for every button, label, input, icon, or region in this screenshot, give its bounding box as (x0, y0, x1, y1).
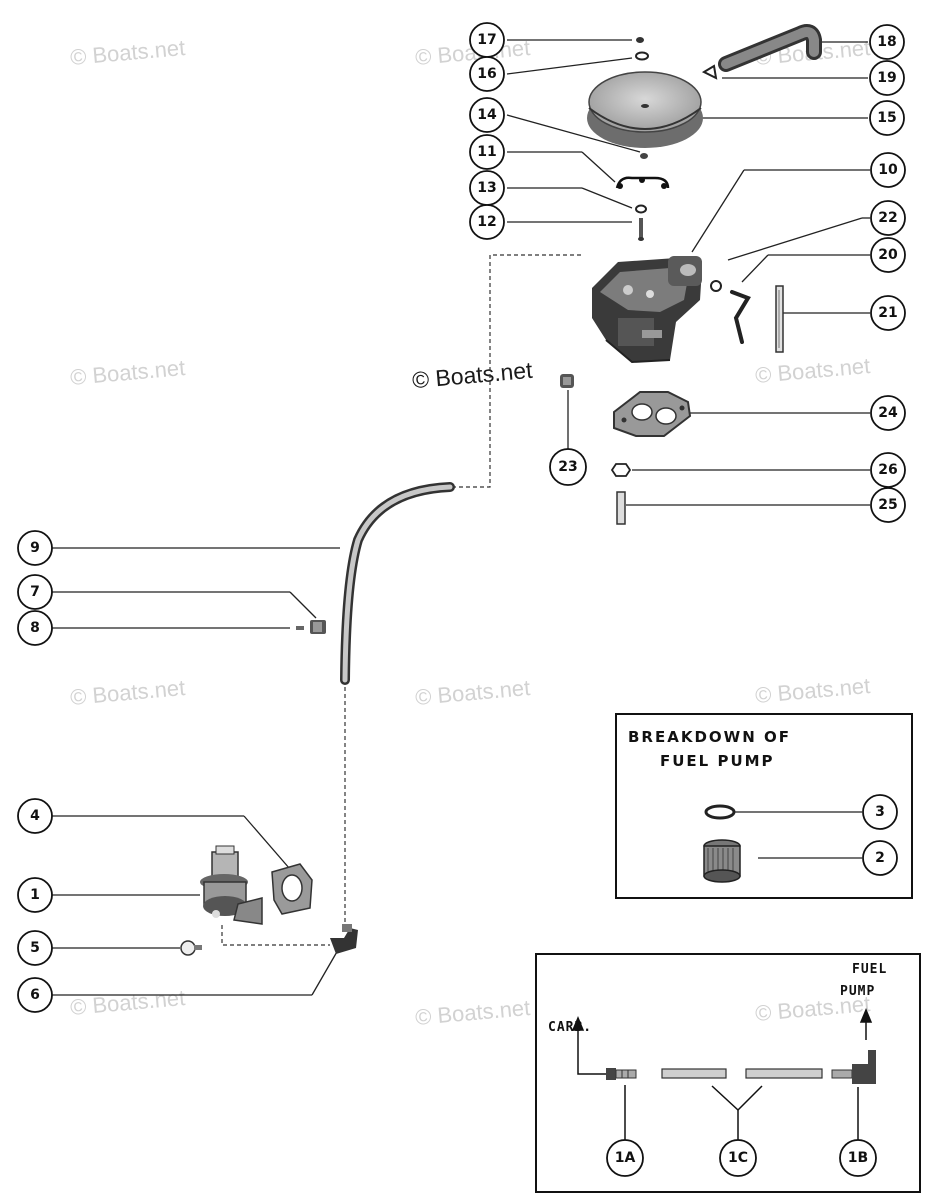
part-6-elbow-fitting (330, 924, 358, 954)
callout-21: 21 (878, 305, 897, 321)
part-7-fitting (310, 620, 326, 634)
callout-19-circle (869, 60, 905, 96)
callout-11-circle (469, 134, 505, 170)
callout-21-circle (870, 295, 906, 331)
part-13-washer (635, 204, 647, 214)
callout-25-circle (870, 487, 906, 523)
leader-lines (52, 39, 870, 996)
inset-pump-label-line2: PUMP (840, 984, 876, 999)
part-14-nut (640, 153, 648, 159)
callout-3: 3 (875, 804, 885, 820)
part-1A-carb-fitting (606, 1068, 637, 1080)
callout-20: 20 (878, 247, 898, 263)
inset-carb-label: CARB. (548, 1020, 593, 1035)
part-1C-hose-pieces (661, 1068, 823, 1079)
part-4-gasket (271, 863, 313, 915)
callout-1B: 1B (848, 1150, 868, 1166)
callout-10: 10 (878, 162, 898, 178)
callout-12-circle (469, 204, 505, 240)
callout-11: 11 (477, 144, 496, 160)
breakdown-title-line1: BREAKDOWN OF (628, 728, 791, 746)
callout-1C: 1C (728, 1150, 748, 1166)
part-22-plug (710, 280, 722, 292)
part-19-hose-clamp (701, 64, 718, 80)
callout-26-circle (870, 452, 906, 488)
callout-1C-circle (719, 1139, 757, 1177)
callout-14-circle (469, 97, 505, 133)
part-9-fuel-hose (340, 482, 455, 685)
part-25-stud (616, 491, 626, 525)
callout-5: 5 (30, 940, 40, 956)
callout-8: 8 (30, 620, 40, 636)
callout-16-circle (469, 56, 505, 92)
callout-6: 6 (30, 987, 40, 1003)
callout-23: 23 (558, 459, 577, 475)
part-2-fuel-filter (703, 839, 741, 883)
callout-20-circle (870, 237, 906, 273)
part-1B-pump-elbow (831, 1050, 876, 1084)
callout-16: 16 (477, 66, 496, 82)
callout-1A-circle (606, 1139, 644, 1177)
callout-7-circle (17, 574, 53, 610)
callout-4-circle (17, 798, 53, 834)
part-24-gasket (613, 391, 692, 437)
callout-2: 2 (875, 850, 885, 866)
callout-7: 7 (30, 584, 40, 600)
part-5-screw (180, 940, 202, 956)
part-18-vent-hose (718, 24, 822, 72)
callout-18-circle (869, 24, 905, 60)
breakdown-title-line2: FUEL PUMP (660, 752, 775, 770)
inset-arrows (571, 1008, 873, 1140)
part-10-carburetor (592, 256, 702, 364)
callout-10-circle (870, 152, 906, 188)
callout-1B-circle (839, 1139, 877, 1177)
part-3-seal (704, 804, 736, 820)
callout-2-circle (862, 840, 898, 876)
part-1-fuel-pump (200, 845, 263, 925)
inset-pump-label-line1: FUEL (852, 962, 888, 977)
callout-13: 13 (477, 180, 496, 196)
callout-26: 26 (878, 462, 897, 478)
part-11-bracket (615, 176, 670, 189)
callout-19: 19 (877, 70, 896, 86)
callout-23-circle (549, 448, 587, 486)
callout-9: 9 (30, 540, 40, 556)
part-23-fitting (560, 374, 574, 388)
callout-14: 14 (477, 107, 497, 123)
breakdown-box (615, 713, 913, 899)
hose-inset-box (535, 953, 921, 1193)
callout-9-circle (17, 530, 53, 566)
part-26-nut (610, 463, 632, 477)
callout-1A: 1A (615, 1150, 636, 1166)
part-21-tube (775, 285, 784, 353)
part-20-bent-tube (730, 290, 751, 344)
callout-3-circle (862, 794, 898, 830)
part-8-screw (296, 626, 304, 630)
part-16-washer (635, 51, 649, 61)
callout-17: 17 (477, 32, 496, 48)
callout-24: 24 (878, 405, 898, 421)
callout-5-circle (17, 930, 53, 966)
callout-6-circle (17, 977, 53, 1013)
callout-25: 25 (878, 497, 897, 513)
callout-24-circle (870, 395, 906, 431)
callout-1: 1 (30, 887, 40, 903)
part-12-stud (638, 218, 644, 241)
callout-1-circle (17, 877, 53, 913)
callout-12: 12 (477, 214, 496, 230)
part-15-flame-arrestor (587, 71, 703, 148)
callout-8-circle (17, 610, 53, 646)
fuel-routing-dashed (221, 254, 582, 946)
callout-15: 15 (877, 110, 896, 126)
callout-22-circle (870, 200, 906, 236)
part-17-screw (636, 37, 644, 43)
callout-4: 4 (30, 808, 40, 824)
callout-22: 22 (878, 210, 897, 226)
callout-18: 18 (877, 34, 896, 50)
callout-15-circle (869, 100, 905, 136)
